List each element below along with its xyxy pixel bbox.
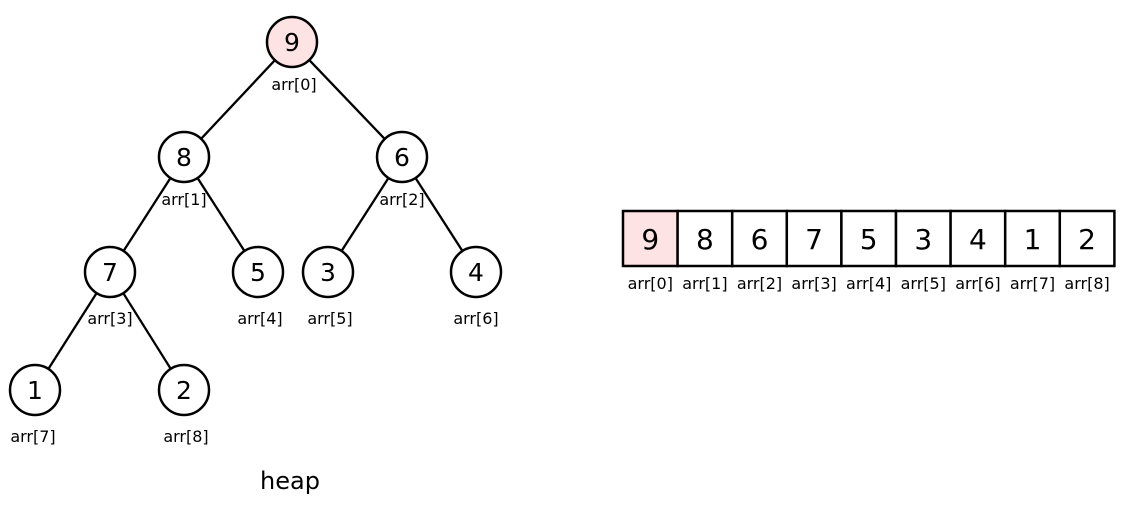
tree-node-value: 7 [102, 258, 118, 287]
tree-edge-2-5 [340, 177, 390, 252]
tree-node-8: 2 arr[8] [157, 363, 211, 446]
array-cell-value: 2 [1078, 223, 1096, 256]
tree-node-7: 1 arr[7] [8, 363, 62, 446]
tree-node-circle [301, 245, 355, 299]
tree-node-circle [231, 245, 285, 299]
tree-edges [47, 59, 464, 370]
tree-node-label: arr[0] [271, 75, 316, 94]
tree-edge-2-6 [414, 177, 464, 252]
array-cell-value: 8 [696, 223, 714, 256]
tree-node-5: 3 arr[5] [301, 245, 355, 328]
array-cell-8: 2 arr[8] [1058, 209, 1116, 293]
tree-node-label: arr[5] [307, 309, 352, 328]
tree-node-3: 7 arr[3] [83, 245, 137, 328]
array-cell-label: arr[4] [846, 274, 891, 293]
tree-edge-0-2 [308, 59, 386, 140]
tree-node-label: arr[1] [161, 190, 206, 209]
tree-node-2: 6 arr[2] [375, 130, 429, 209]
tree-node-value: 3 [320, 258, 336, 287]
tree-node-label: arr[8] [163, 427, 208, 446]
array-cell-value: 3 [914, 223, 932, 256]
array-cell-6: 4 arr[6] [949, 209, 1007, 293]
tree-edge-1-4 [196, 177, 246, 252]
array-cell-box [676, 209, 734, 268]
tree-node-value: 4 [468, 258, 484, 287]
array-cell-value: 9 [641, 223, 659, 256]
tree-node-label: arr[7] [10, 427, 55, 446]
array-cell-label: arr[5] [901, 274, 946, 293]
array-cell-box [621, 209, 679, 268]
tree-node-circle [8, 363, 62, 417]
tree-node-value: 9 [284, 28, 300, 57]
array-cell-box [785, 209, 843, 268]
heap-caption: heap [260, 467, 320, 495]
array-strip: 9 arr[0] 8 arr[1] 6 arr[2] 7 arr[3] 5 arr[4] 3 arr[… [621, 209, 1116, 293]
array-cell-value: 1 [1024, 223, 1042, 256]
array-cell-3: 7 arr[3] [785, 209, 843, 293]
array-cell-box [840, 209, 898, 268]
tree-edge-1-3 [122, 177, 172, 252]
tree-node-circle [375, 130, 429, 184]
tree-node-circle [157, 363, 211, 417]
tree-node-label: arr[6] [453, 309, 498, 328]
tree-node-4: 5 arr[4] [231, 245, 285, 328]
tree-node-circle [265, 15, 319, 69]
array-cell-label: arr[3] [791, 274, 836, 293]
tree-node-label: arr[2] [379, 190, 424, 209]
tree-node-0: 9 arr[0] [265, 15, 319, 94]
tree-edge-0-1 [200, 59, 276, 140]
tree-node-value: 5 [250, 258, 266, 287]
array-cell-label: arr[7] [1010, 274, 1055, 293]
array-cell-box [1058, 209, 1116, 268]
tree-node-value: 8 [176, 143, 192, 172]
array-cell-box [894, 209, 952, 268]
array-cell-5: 3 arr[5] [894, 209, 952, 293]
array-cell-label: arr[1] [682, 274, 727, 293]
array-cell-1: 8 arr[1] [676, 209, 734, 293]
tree-node-value: 2 [176, 376, 192, 405]
tree-node-label: arr[4] [237, 309, 282, 328]
array-cell-value: 4 [969, 223, 987, 256]
array-cell-label: arr[2] [737, 274, 782, 293]
tree-node-1: 8 arr[1] [157, 130, 211, 209]
tree-nodes: 9 arr[0] 8 arr[1] 6 arr[2] 7 arr[3] 5 arr[4] 3 arr[… [8, 15, 503, 446]
array-cell-4: 5 arr[4] [840, 209, 898, 293]
array-cell-label: arr[8] [1064, 274, 1109, 293]
tree-node-6: 4 arr[6] [449, 245, 503, 328]
array-cell-value: 7 [805, 223, 823, 256]
tree-node-circle [449, 245, 503, 299]
tree-node-circle [157, 130, 211, 184]
tree-node-circle [83, 245, 137, 299]
array-cell-7: 1 arr[7] [1003, 209, 1062, 293]
tree-edge-3-7 [47, 292, 98, 370]
tree-edge-3-8 [122, 292, 172, 370]
array-cell-label: arr[0] [628, 274, 673, 293]
tree-node-value: 6 [394, 143, 410, 172]
array-cell-0: 9 arr[0] [621, 209, 679, 293]
array-cell-label: arr[6] [955, 274, 1000, 293]
array-cell-value: 5 [860, 223, 878, 256]
tree-node-label: arr[3] [87, 309, 132, 328]
tree-node-value: 1 [27, 376, 43, 405]
array-cell-2: 6 arr[2] [730, 209, 789, 293]
array-cell-value: 6 [751, 223, 769, 256]
array-cell-box [1003, 209, 1062, 268]
